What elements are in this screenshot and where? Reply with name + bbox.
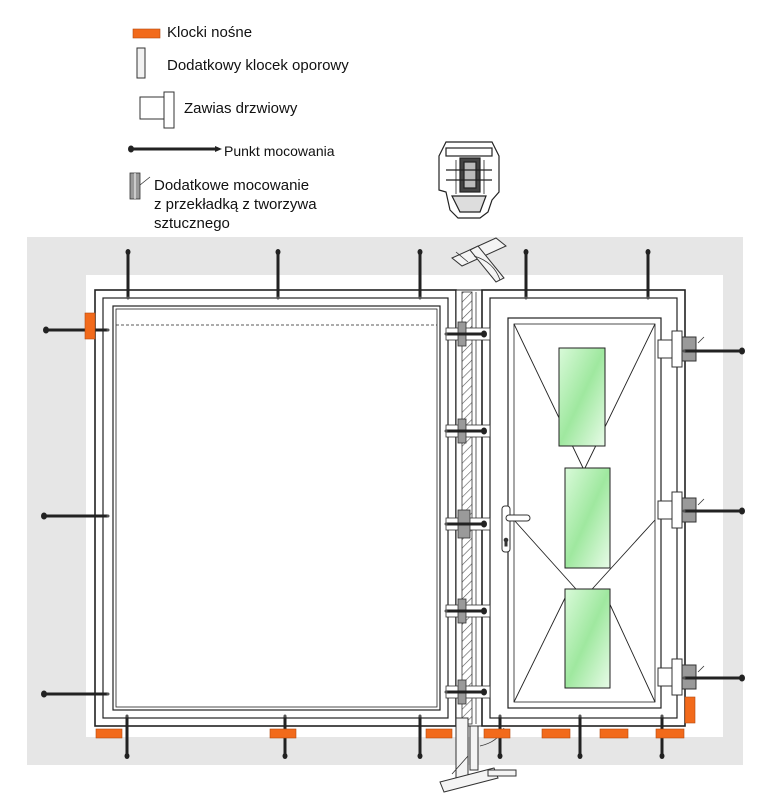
fixing-screw	[275, 249, 281, 300]
legend-support-blocks: Klocki nośne	[167, 24, 253, 41]
support-block-symbol	[132, 28, 161, 39]
hinge-fixing-markers	[697, 336, 705, 673]
door-hinge	[657, 330, 697, 368]
door-glass-pane	[558, 347, 606, 447]
fixing-screw	[444, 688, 487, 696]
support-block	[684, 696, 696, 724]
fixing-screw	[41, 512, 110, 520]
fixing-screw	[444, 607, 487, 615]
support-block	[541, 728, 571, 739]
door-handle-icon	[501, 505, 531, 553]
legend-extra-fixing-line-2: z przekładką z tworzywa	[154, 196, 317, 213]
legend-extra-fixing: Dodatkowe mocowanie z przekładką z tworz…	[154, 176, 317, 233]
fixing-screw	[444, 330, 487, 338]
stop-block-symbol	[136, 47, 146, 79]
profile-cross-section	[438, 141, 500, 219]
bottom-coupling-bracket	[439, 717, 517, 793]
support-block	[483, 728, 511, 739]
fixing-points	[41, 249, 745, 759]
support-block	[95, 728, 123, 739]
fixing-screw	[444, 520, 487, 528]
coupling-mullion	[455, 289, 483, 727]
door-glass-pane	[564, 467, 611, 569]
fixing-point-symbol	[128, 145, 222, 153]
fixing-screw	[682, 347, 745, 355]
fixing-screw	[417, 249, 423, 300]
wall-opening	[86, 275, 723, 737]
support-block	[425, 728, 453, 739]
fixing-screw	[444, 427, 487, 435]
support-block	[84, 312, 96, 340]
fixing-screw	[682, 507, 745, 515]
support-block	[269, 728, 297, 739]
legend-extra-fixing-line-1: Dodatkowe mocowanie	[154, 177, 310, 194]
fixing-screw	[124, 714, 130, 759]
fixing-screw	[577, 714, 583, 759]
fixing-screw	[682, 674, 745, 682]
support-block	[599, 728, 629, 739]
top-coupling-bracket	[451, 237, 507, 283]
extra-fixing-symbol	[129, 172, 151, 200]
fixing-screw	[43, 326, 110, 334]
fixing-screw	[645, 249, 651, 300]
right-door	[481, 289, 686, 727]
support-blocks	[84, 312, 696, 739]
fixing-screw	[41, 690, 110, 698]
fixing-screw	[417, 714, 423, 759]
support-block	[655, 728, 685, 739]
fixing-screw	[125, 249, 131, 300]
legend-fixing-point: Punkt mocowania	[224, 143, 335, 159]
legend-door-hinge: Zawias drzwiowy	[184, 100, 298, 117]
hinge-symbol	[139, 91, 175, 129]
fixing-screw	[523, 249, 529, 300]
legend-extra-fixing-line-3: sztucznego	[154, 215, 230, 232]
legend-stop-block: Dodatkowy klocek oporowy	[167, 57, 349, 74]
door-glass-pane	[564, 588, 611, 689]
